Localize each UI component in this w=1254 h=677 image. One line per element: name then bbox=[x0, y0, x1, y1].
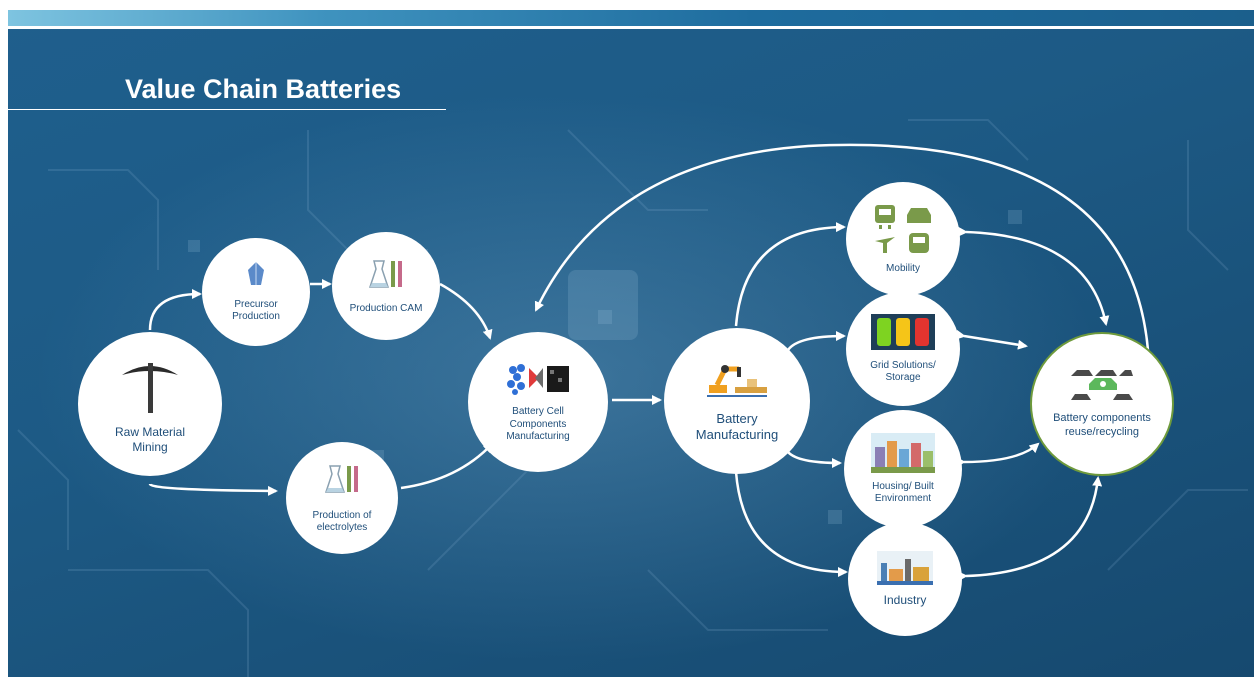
arrow-mining-to-electrolytes bbox=[148, 482, 278, 496]
flow-arrows bbox=[148, 143, 1150, 582]
label-electrolytes-2: electrolytes bbox=[316, 522, 368, 533]
label-precursor-1: Precursor bbox=[234, 298, 278, 310]
arrow-recycling-to-cell bbox=[534, 143, 1150, 351]
recycling-cars-icon bbox=[1071, 370, 1133, 401]
arrow-industry-recycling bbox=[957, 476, 1103, 582]
label-mobility: Mobility bbox=[886, 262, 920, 274]
title-underline bbox=[8, 109, 446, 110]
arrow-battery-to-industry bbox=[734, 471, 848, 577]
label-electrolytes-1: Production of bbox=[312, 509, 372, 521]
arrow-grid-recycling bbox=[955, 329, 1028, 350]
slide: Value Chain Batteries bbox=[8, 10, 1254, 677]
battery-storage-icon bbox=[871, 313, 935, 350]
label-cell-3: Manufacturing bbox=[506, 431, 570, 443]
slide-title: Value Chain Batteries bbox=[125, 74, 402, 104]
factory-icon bbox=[877, 550, 933, 585]
arrow-battery-to-grid bbox=[786, 331, 846, 351]
label-grid-2: Storage bbox=[885, 372, 921, 383]
label-raw-material-mining-1: Raw Material bbox=[114, 425, 186, 439]
arrow-mobility-recycling bbox=[957, 226, 1110, 326]
city-icon bbox=[871, 432, 935, 473]
node-battery-cell-components: Battery Cell Components Manufacturing bbox=[468, 332, 608, 472]
label-precursor-2: Production bbox=[232, 311, 280, 322]
label-cell-2: Components bbox=[509, 418, 567, 430]
label-recycling-1: Battery components bbox=[1053, 412, 1151, 425]
node-reuse-recycling: Battery components reuse/recycling bbox=[1030, 332, 1174, 476]
label-cell-1: Battery Cell bbox=[512, 406, 564, 418]
label-production-cam: Production CAM bbox=[349, 302, 423, 314]
node-industry: Industry bbox=[848, 522, 962, 636]
cell-components-icon bbox=[507, 364, 569, 396]
node-precursor-production: Precursor Production bbox=[202, 238, 310, 346]
node-production-cam: Production CAM bbox=[332, 232, 440, 340]
robot-arm-icon bbox=[707, 364, 767, 397]
header-rule bbox=[8, 26, 1254, 29]
lab-flask-icon bbox=[368, 260, 402, 288]
background-texture bbox=[17, 119, 1248, 677]
arrow-battery-to-housing bbox=[787, 451, 842, 468]
label-housing-2: Environment bbox=[874, 493, 932, 504]
header-band bbox=[8, 10, 1254, 26]
arrow-mining-to-precursor bbox=[148, 289, 202, 331]
node-raw-material-mining: Raw Material Mining bbox=[78, 332, 222, 476]
label-grid-1: Grid Solutions/ bbox=[870, 359, 936, 371]
label-raw-material-mining-2: Mining bbox=[132, 440, 168, 454]
arrow-cam-to-cell bbox=[439, 282, 493, 340]
arrow-electrolytes-to-cell bbox=[400, 442, 494, 490]
pickaxe-icon bbox=[122, 363, 178, 413]
label-housing-1: Housing/ Built bbox=[872, 480, 934, 492]
transport-icons bbox=[875, 204, 931, 253]
node-mobility: Mobility bbox=[846, 182, 960, 296]
node-production-of-electrolytes: Production of electrolytes bbox=[286, 442, 398, 554]
label-battery-manufacturing-2: Manufacturing bbox=[695, 427, 779, 442]
arrow-housing-recycling bbox=[955, 442, 1040, 468]
label-industry: Industry bbox=[883, 592, 927, 607]
label-battery-manufacturing-1: Battery bbox=[716, 410, 758, 426]
arrow-battery-to-mobility bbox=[734, 222, 846, 327]
label-recycling-2: reuse/recycling bbox=[1065, 426, 1139, 438]
crystal-icon bbox=[248, 261, 264, 285]
node-housing: Housing/ Built Environment bbox=[844, 410, 962, 528]
node-grid-solutions: Grid Solutions/ Storage bbox=[846, 292, 960, 406]
lab-flask-icon bbox=[324, 464, 358, 493]
node-battery-manufacturing: Battery Manufacturing bbox=[664, 328, 810, 474]
